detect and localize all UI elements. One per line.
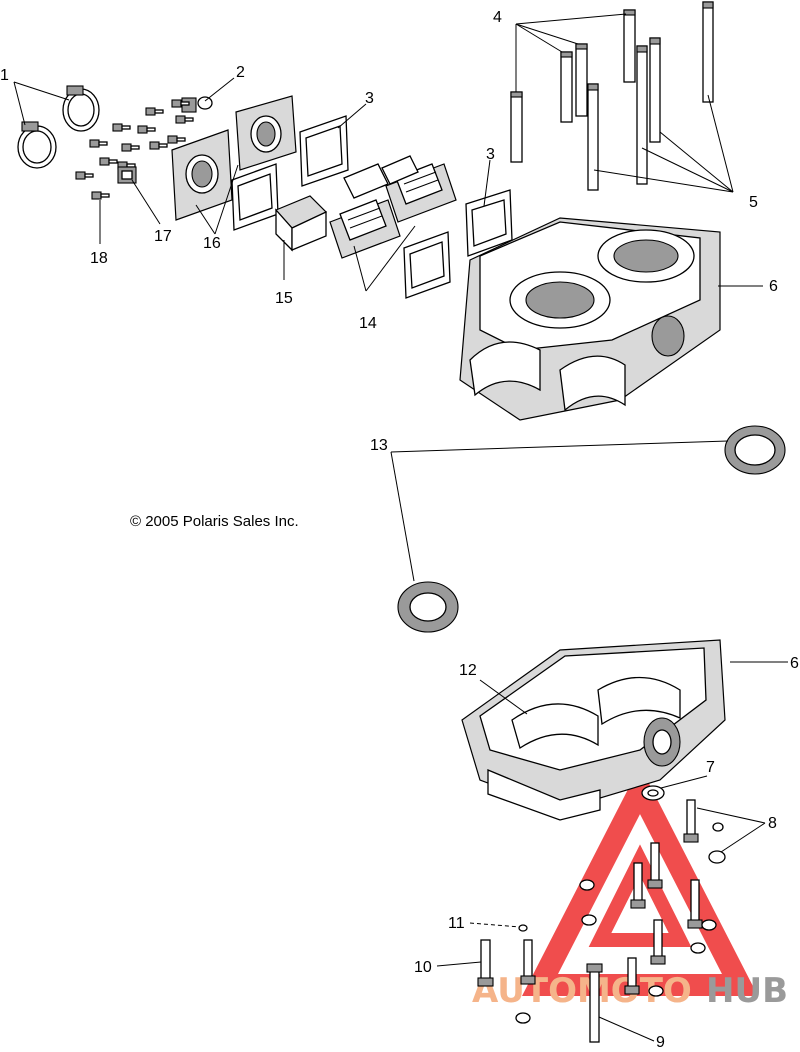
bracket-part	[117, 166, 137, 184]
callout-8: 8	[768, 815, 777, 832]
studs-5	[587, 1, 714, 191]
copyright-text: © 2005 Polaris Sales Inc.	[130, 513, 299, 530]
small-bolts	[75, 99, 194, 200]
callout-10: 10	[414, 959, 432, 976]
washer-part	[641, 785, 665, 801]
callout-7: 7	[706, 759, 715, 776]
clamp-parts	[17, 85, 100, 169]
callout-14: 14	[359, 315, 377, 332]
callout-15: 15	[275, 290, 293, 307]
leader-lines	[13, 13, 788, 1042]
callout-1: 1	[0, 67, 9, 84]
callout-18: 18	[90, 250, 108, 267]
reed-spacer	[274, 195, 328, 252]
callout-13: 13	[370, 437, 388, 454]
callout-3-upper: 3	[365, 90, 374, 107]
callout-3-lower: 3	[486, 146, 495, 163]
callout-11: 11	[448, 915, 465, 932]
callout-5: 5	[749, 194, 758, 211]
callout-16: 16	[203, 235, 221, 252]
gasket-parts	[231, 115, 513, 299]
callout-12: 12	[459, 662, 477, 679]
callout-6-lower: 6	[790, 655, 799, 672]
watermark-text-hub: HUB	[706, 971, 788, 1011]
callout-4: 4	[493, 9, 502, 26]
reed-valves	[329, 155, 457, 259]
callout-labels: 1 2 3 3 4 5 6 6 7 8 9 10 11 12 13 14 15 …	[0, 9, 799, 1051]
lower-crankcase	[461, 639, 726, 821]
upper-crankcase	[459, 217, 721, 421]
intake-plates	[171, 95, 297, 221]
dowel-pins-4	[510, 9, 636, 163]
seal-parts	[397, 425, 786, 633]
callout-17: 17	[154, 228, 172, 245]
callout-6-upper: 6	[769, 278, 778, 295]
callout-2: 2	[236, 64, 245, 81]
callout-9: 9	[656, 1034, 665, 1051]
crankcase-bolts	[477, 799, 726, 1043]
